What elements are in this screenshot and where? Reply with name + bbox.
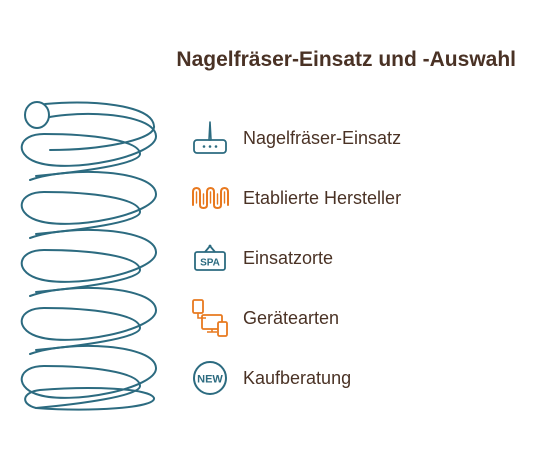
item-label: Kaufberatung: [243, 368, 352, 388]
list-item-2: Etablierte Hersteller: [190, 178, 520, 218]
list-item-1: Nagelfräser-Einsatz: [190, 118, 520, 158]
list-item-3: SPA Einsatzorte: [190, 238, 520, 278]
spring-end-cap: [24, 101, 50, 129]
spring-coil: [20, 344, 158, 409]
spring-coil: [20, 228, 158, 293]
spring-coil: [20, 286, 158, 351]
spa-sign-icon: SPA: [194, 244, 226, 271]
spring-coil-bottom: [24, 387, 155, 411]
router-icon: [193, 121, 227, 154]
new-badge-icon: NEW: [193, 361, 227, 395]
spring-coil-top: [44, 101, 155, 151]
item-label: Nagelfräser-Einsatz: [243, 128, 402, 148]
item-label: Einsatzorte: [243, 248, 334, 268]
spring-coil: [20, 112, 158, 177]
devices-icon: [192, 299, 228, 337]
spring-illustration: [20, 101, 158, 411]
item-label: Etablierte Hersteller: [243, 188, 402, 208]
new-badge-text: NEW: [197, 374, 223, 386]
list-item-5: NEW Kaufberatung: [190, 358, 520, 398]
diagram-title: Nagelfräser-Einsatz und -Auswahl: [176, 48, 516, 71]
item-label: Gerätearten: [243, 308, 340, 328]
list-item-4: Gerätearten: [190, 298, 520, 338]
spa-sign-text: SPA: [200, 258, 220, 269]
factory-wave-icon: [192, 186, 229, 210]
spring-coil: [20, 170, 158, 235]
